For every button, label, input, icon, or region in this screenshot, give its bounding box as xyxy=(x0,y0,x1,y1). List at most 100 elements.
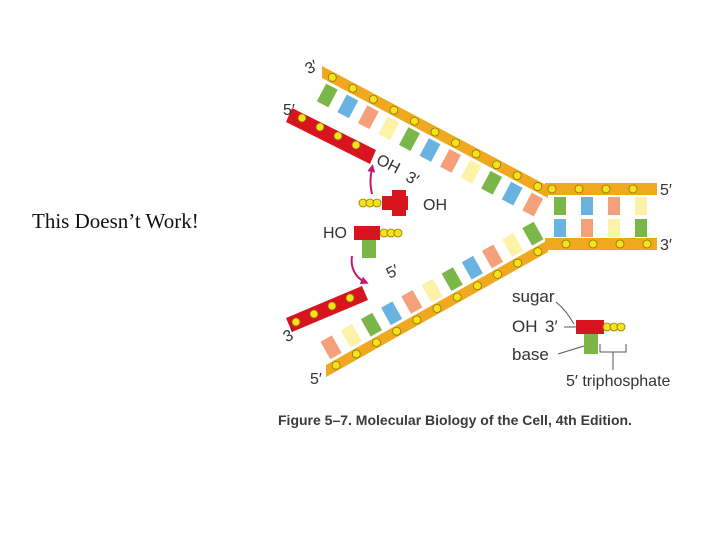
incoming-nucleotide-top xyxy=(358,190,408,216)
phosphate-dot xyxy=(601,184,611,194)
label-lower-5prime: 5′ xyxy=(310,371,322,388)
base xyxy=(608,197,620,215)
base xyxy=(381,301,403,326)
phosphate-dot xyxy=(351,349,361,359)
base xyxy=(635,197,647,215)
phosphate-dot xyxy=(513,258,523,268)
base xyxy=(378,116,400,141)
legend: sugar OH 3′ base 5′ triphosphate xyxy=(512,287,671,390)
base xyxy=(481,244,504,269)
figure-caption: Figure 5–7. Molecular Biology of the Cel… xyxy=(278,412,632,428)
duplex-bottom-backbone xyxy=(545,238,657,250)
incoming-nucleotide-bottom xyxy=(354,226,403,258)
arrow-upward xyxy=(367,164,376,195)
upper-strand-bases xyxy=(316,83,544,217)
phosphate-dot xyxy=(512,171,522,181)
base xyxy=(337,94,359,119)
duplex-bases xyxy=(554,197,647,237)
duplex-top-backbone xyxy=(545,183,657,195)
base xyxy=(460,159,482,184)
phosphate-dot xyxy=(430,127,440,137)
phosphate-dot xyxy=(642,239,652,249)
base xyxy=(481,170,503,195)
phosphate-dots xyxy=(291,73,652,370)
base xyxy=(421,278,443,303)
phosphate-dot xyxy=(533,182,543,191)
legend-oh-label: OH xyxy=(512,317,538,336)
phosphate-dot xyxy=(368,94,378,104)
label-upper-5prime: 5′ xyxy=(283,102,295,119)
slide-title: This Doesn’t Work! xyxy=(32,209,199,233)
phosphate-dot xyxy=(327,73,337,82)
base xyxy=(320,335,342,360)
label-duplex-5prime: 5′ xyxy=(660,182,672,199)
base xyxy=(360,312,383,337)
phosphate-dot xyxy=(492,160,502,170)
phosphate-dot xyxy=(348,83,358,93)
phosphate-dot xyxy=(291,317,301,327)
label-duplex-3prime: 3′ xyxy=(660,237,672,254)
label-upper-3prime: 3′ xyxy=(303,58,321,79)
phosphate-dot xyxy=(588,239,598,249)
phosphate-dot xyxy=(628,184,638,194)
phosphate-dot xyxy=(493,270,502,279)
label-arrow-5prime: 5′ xyxy=(384,262,402,283)
arrow-downward xyxy=(350,255,369,285)
phosphate-dot xyxy=(451,138,460,148)
base xyxy=(316,83,338,108)
phosphate-dot xyxy=(351,140,361,150)
parental-duplex xyxy=(545,183,657,250)
base xyxy=(554,219,566,237)
base xyxy=(419,138,441,162)
phosphate-dot xyxy=(472,281,482,291)
phosphate-dot xyxy=(331,360,341,370)
phosphate-dot xyxy=(615,239,625,249)
phosphate-dot xyxy=(372,338,381,347)
base xyxy=(441,267,463,292)
phosphate-dot xyxy=(327,301,337,311)
legend-triphosphate-label: 5′ triphosphate xyxy=(566,373,671,390)
legend-base-shape xyxy=(584,334,598,354)
label-incoming-oh: OH xyxy=(423,197,447,214)
phosphate-dot xyxy=(309,309,319,319)
phosphate-dot xyxy=(561,239,571,249)
base xyxy=(440,149,461,173)
base xyxy=(340,324,362,348)
base xyxy=(502,233,524,257)
phosphate-dot xyxy=(533,247,543,257)
label-upper-3prime-end: 3′ xyxy=(403,169,421,190)
label-upper-oh: OH xyxy=(373,152,402,178)
phosphate-dot xyxy=(297,113,307,123)
phosphate-dot xyxy=(452,292,462,302)
legend-sugar-label: sugar xyxy=(512,287,555,306)
base xyxy=(401,289,423,314)
base xyxy=(461,255,483,280)
legend-sugar-shape xyxy=(576,320,604,334)
phosphate-dot xyxy=(410,116,419,126)
phosphate-dot xyxy=(315,122,325,132)
base xyxy=(635,219,647,237)
phosphate-dot xyxy=(412,315,422,325)
phosphate-dot xyxy=(471,149,481,159)
phosphate-dot xyxy=(547,184,557,194)
phosphate-dot xyxy=(345,293,355,303)
phosphate-dot xyxy=(333,131,343,141)
phosphate-dot xyxy=(432,304,442,313)
upper-new-strand xyxy=(286,108,376,164)
base xyxy=(522,221,544,246)
lower-strand-bases xyxy=(320,221,544,360)
label-incoming-ho: HO xyxy=(323,225,347,242)
legend-3prime-label: 3′ xyxy=(545,317,558,336)
base xyxy=(522,192,544,217)
phosphate-dot xyxy=(392,326,402,336)
phosphate-dot xyxy=(389,105,399,115)
base xyxy=(554,197,566,215)
base xyxy=(357,105,379,130)
legend-base-label: base xyxy=(512,345,549,364)
base xyxy=(581,219,593,237)
phosphate-dot xyxy=(574,184,584,194)
base xyxy=(608,219,620,237)
base xyxy=(581,197,593,215)
base xyxy=(501,181,523,206)
